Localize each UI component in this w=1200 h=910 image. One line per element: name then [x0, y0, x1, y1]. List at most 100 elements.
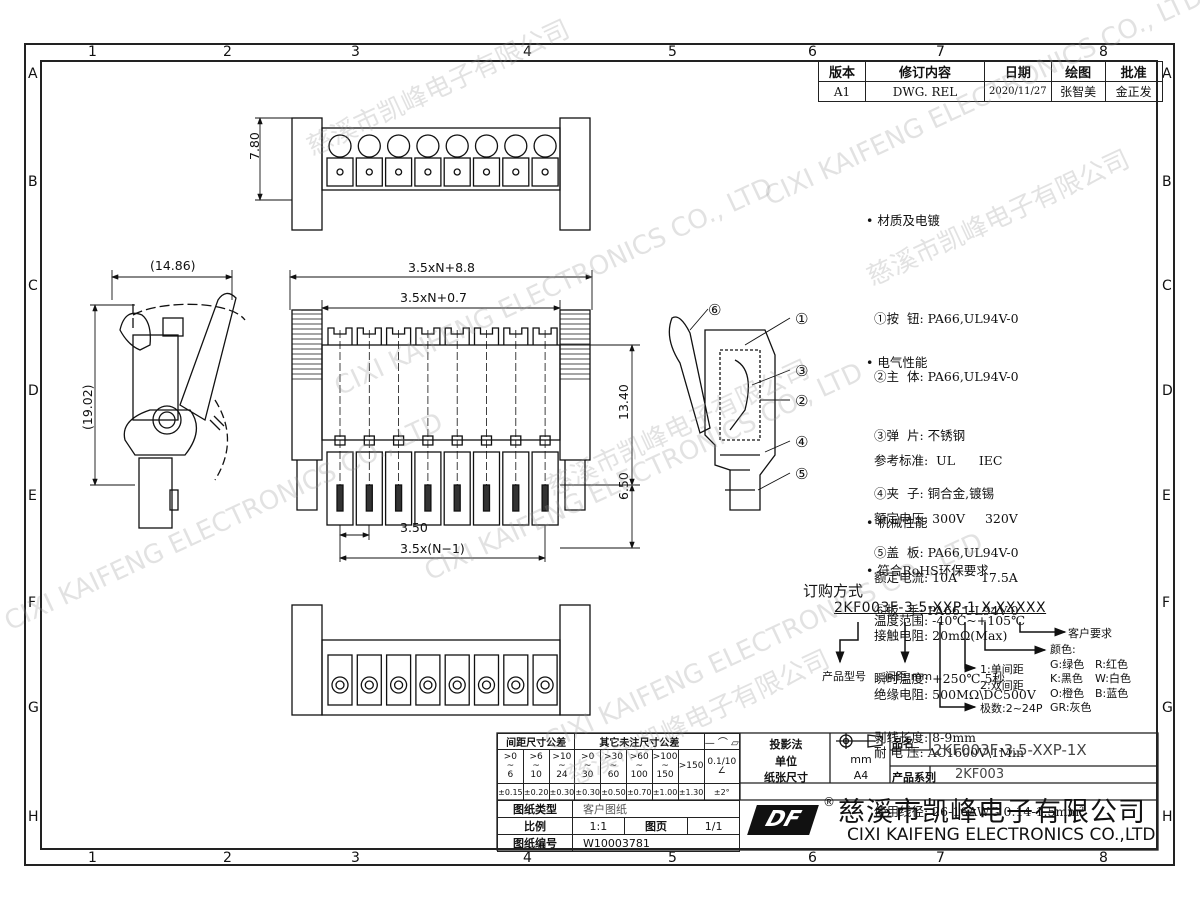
- color-option: GR:灰色: [1050, 701, 1092, 714]
- slot: [415, 654, 441, 706]
- company-name-en: CIXI KAIFENG ELECTRONICS CO.,LTD: [847, 825, 1156, 845]
- dim-top-height: 7.80: [247, 132, 262, 160]
- spec-line: 温度范围: -40℃~+105℃: [874, 612, 1026, 628]
- zone-row: C: [28, 278, 38, 294]
- spec-heading: • 材质及电镀: [866, 213, 940, 228]
- spec-line: ②主 体: PA66,UL94V-0: [874, 369, 1019, 384]
- zone-row: F: [1162, 595, 1171, 611]
- zone-col: 7: [936, 44, 945, 60]
- code-customer: XXXXX: [995, 600, 1047, 616]
- slot: [444, 654, 470, 706]
- callout-2: ②: [795, 392, 809, 410]
- pin: [365, 484, 373, 512]
- bottom-view: [291, 604, 591, 716]
- scale-label: 比例: [497, 817, 573, 835]
- button: [357, 134, 381, 158]
- callout-leader: [689, 308, 709, 331]
- rev-header: 修订内容: [865, 61, 985, 82]
- contact: [422, 435, 434, 446]
- rev-cell: DWG. REL: [865, 81, 985, 102]
- page-value: 1/1: [687, 817, 740, 835]
- contact: [451, 435, 463, 446]
- callout-leader: [757, 472, 791, 491]
- tol-range: >60 ~ 100: [625, 749, 653, 784]
- screw-point: [365, 168, 373, 176]
- callout-leader: [764, 440, 791, 453]
- number-label: 图纸编号: [497, 834, 573, 852]
- zone-row: B: [28, 174, 38, 190]
- tol-range: >0 ~ 6: [497, 749, 524, 784]
- tol-range: >6 ~ 10: [522, 749, 550, 784]
- housing: [321, 344, 561, 441]
- zone-row: C: [1162, 278, 1172, 294]
- zone-col: 4: [523, 850, 532, 866]
- button: [386, 134, 411, 158]
- callout-4: ④: [795, 433, 809, 451]
- wire-entry-inner: [393, 680, 404, 690]
- pin-block: [443, 451, 471, 526]
- latch-left: [291, 604, 323, 716]
- unit-label: 单位: [775, 755, 797, 768]
- number-value: W10003781: [572, 834, 740, 852]
- tol-range: >30 ~ 60: [600, 749, 627, 784]
- wire-entry-inner: [540, 680, 550, 690]
- screw-point: [336, 168, 344, 176]
- color-options: 颜色: G:绿色 R:红色 K:黑色 W:白色 O:橙色 B:蓝色 GR:灰色: [1050, 643, 1140, 716]
- button: [533, 134, 557, 158]
- screw-point: [482, 168, 491, 176]
- wire-entry-inner: [452, 680, 462, 690]
- label-model: 产品型号: [822, 670, 866, 683]
- spec-heading: • 机械性能: [866, 515, 928, 530]
- slot: [532, 654, 558, 706]
- tolerance-table: 间距尺寸公差 其它未注尺寸公差 — ⌒ ▱ >0 ~ 6 >6 ~ 10 >10…: [496, 733, 741, 801]
- code-sep: -: [898, 600, 904, 616]
- callout-leader: [744, 317, 791, 346]
- tol-value: ±1.30: [677, 783, 705, 801]
- rev-cell: 金正发: [1104, 81, 1163, 102]
- materials-spec: • 材质及电镀 ①按 钮: PA66,UL94V-0 ②主 体: PA66,UL…: [866, 172, 1019, 679]
- pin: [394, 484, 403, 512]
- ordering-arrows: [835, 622, 1067, 712]
- projection-label: 投影法: [769, 738, 803, 751]
- spec-line: ①按 钮: PA66,UL94V-0: [874, 310, 1019, 326]
- electrical-spec: • 电气性能 参考标准: UL IEC 额定电压: 300V 320V 额定电流…: [866, 314, 1084, 880]
- product-name: 2KF003F-3.5-XXP-1X: [933, 741, 1087, 759]
- rev-header: 批准: [1104, 61, 1163, 82]
- wire-entry-inner: [335, 680, 345, 690]
- code-sep: -: [990, 600, 996, 616]
- tol-range: >100 ~ 150: [651, 749, 679, 784]
- wire-entry: [389, 676, 408, 694]
- pin: [336, 484, 344, 512]
- contact: [480, 435, 493, 446]
- wire-entry-inner: [364, 680, 374, 690]
- button: [504, 134, 528, 158]
- wire-entry: [448, 676, 466, 694]
- tol-value: ±0.70: [625, 783, 653, 801]
- tol-value: ±0.20: [522, 783, 550, 801]
- zone-row: E: [28, 488, 37, 504]
- terminal-slot: [384, 157, 413, 187]
- color-option: K:黑色: [1050, 672, 1083, 685]
- drawing-outer-frame: [24, 43, 1175, 866]
- color-title: 颜色:: [1050, 643, 1076, 656]
- tol-value: ±0.15: [497, 783, 524, 801]
- spec-line: 使用线径: 26-16AWG 0.14-1.5mm²: [874, 803, 1085, 819]
- spec-line: ④夹 子: 铜合金,镀锡: [874, 486, 995, 501]
- pin: [512, 484, 520, 512]
- company-name-cn: 慈溪市凯峰电子有限公司: [838, 797, 1146, 828]
- wire-entry-inner: [511, 680, 521, 690]
- logo-text: DF: [762, 807, 804, 832]
- spec-line: 瞬时温度: +250℃ 5秒: [874, 671, 1005, 686]
- color-option: W:白色: [1095, 672, 1131, 685]
- callout-leader: [751, 369, 791, 386]
- screw-point: [541, 168, 549, 176]
- callout-5: ⑤: [795, 465, 809, 483]
- code-sep: -: [961, 600, 967, 616]
- latch-right: [559, 604, 591, 716]
- button: [416, 134, 440, 158]
- dimension-lines: [90, 117, 640, 562]
- pin: [424, 484, 432, 512]
- terminal-slot: [502, 157, 530, 187]
- callout-3: ③: [795, 362, 809, 380]
